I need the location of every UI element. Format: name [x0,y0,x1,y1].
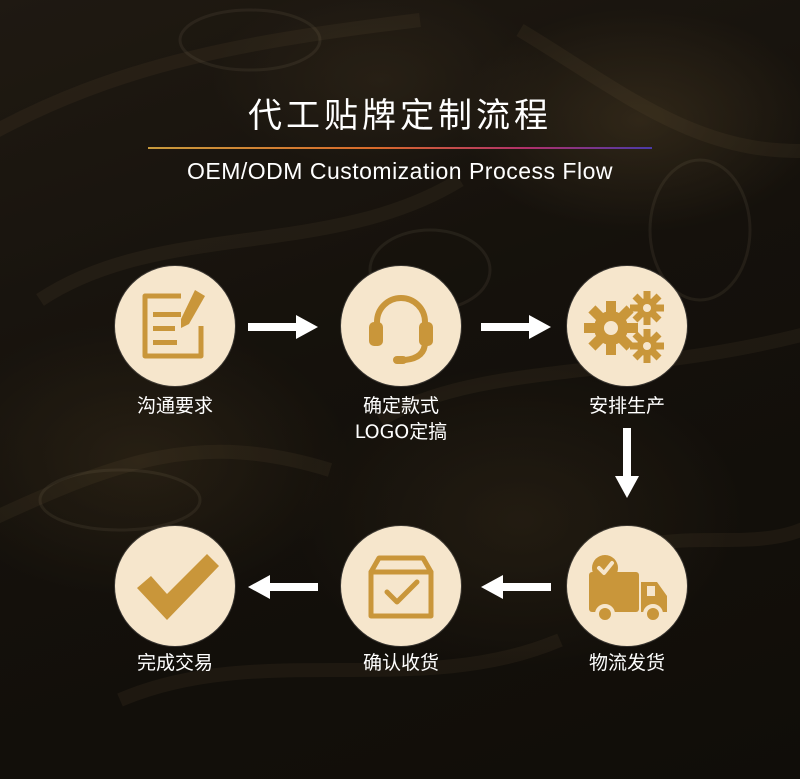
step-6-circle [115,526,235,646]
page-subtitle: OEM/ODM Customization Process Flow [187,158,613,184]
page-title: 代工贴牌定制流程 [248,96,552,136]
step-2-circle [341,266,461,386]
step-5-label: 确认收货 [362,652,439,674]
headset-icon [369,295,433,364]
step-4-circle [567,526,687,646]
box-check-icon [368,555,434,619]
title-divider [148,147,652,149]
gears-icon [584,291,664,363]
step-2-label-line2: LOGO定搞 [354,421,448,443]
arrow-right-icon [481,315,551,339]
step-3-label: 安排生产 [588,395,665,417]
step-1-circle [115,266,235,386]
notepad-pencil-icon [142,290,205,359]
arrow-left-icon [248,575,318,599]
step-2-label-line1: 确定款式 [362,395,439,417]
step-3-circle [567,266,687,386]
arrow-down-icon [615,428,639,498]
step-6-label: 完成交易 [136,652,213,674]
arrow-left-icon [481,575,551,599]
arrow-right-icon [248,315,318,339]
step-1-label: 沟通要求 [136,395,213,417]
step-5-circle [341,526,461,646]
step-4-label: 物流发货 [588,652,665,674]
step-2-label: 确定款式 LOGO定搞 [301,393,501,445]
checkmark-icon [137,554,219,620]
delivery-truck-icon [589,555,667,624]
